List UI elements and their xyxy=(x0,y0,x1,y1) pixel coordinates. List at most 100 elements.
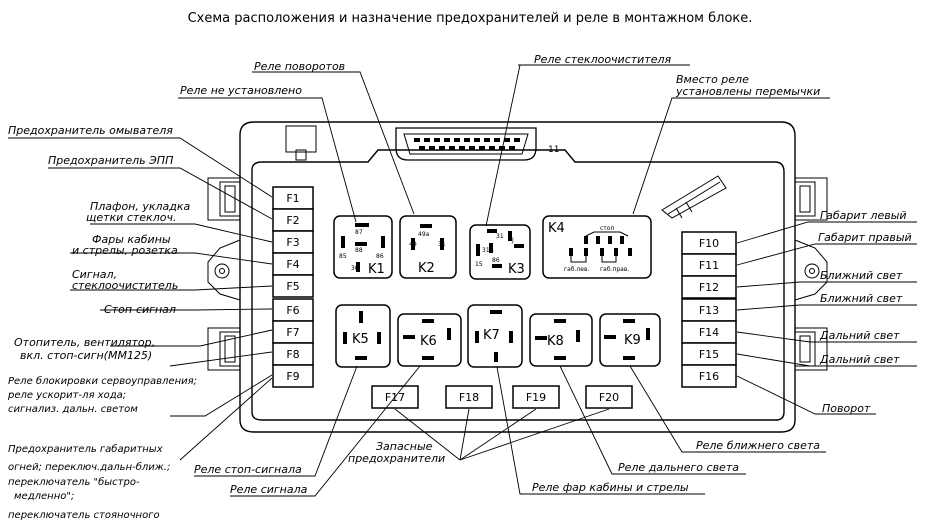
relay-label: K1 xyxy=(368,262,385,277)
svg-text:габ.прав.: габ.прав. xyxy=(600,266,629,273)
diagram-title: Схема расположения и назначение предохра… xyxy=(188,11,753,26)
relay-k8: K8 xyxy=(529,313,593,367)
fuse-label: F15 xyxy=(699,348,719,361)
svg-text:Ближний свет: Ближний свет xyxy=(820,292,903,305)
fuse-label: F1 xyxy=(286,192,299,205)
fuse-f4: F4 xyxy=(272,252,314,276)
fuse-f14: F14 xyxy=(681,320,737,344)
svg-text:Реле блокировки сервоуправлени: Реле блокировки сервоуправления; xyxy=(8,375,197,387)
svg-text:Габарит правый: Габарит правый xyxy=(818,231,912,244)
left-labels: Предохранитель омывателя Предохранитель … xyxy=(7,124,197,521)
svg-text:Плафон, укладка: Плафон, укладка xyxy=(90,200,191,213)
relay-k7: K7 xyxy=(467,304,523,368)
left-fuse-column: F1 F2 F3 F4 F5 F6 F7 F8 F9 xyxy=(272,186,314,388)
svg-text:реле ускорит-ля хода;: реле ускорит-ля хода; xyxy=(7,390,126,401)
svg-text:31: 31 xyxy=(496,233,504,240)
svg-text:Запасные: Запасные xyxy=(376,440,433,453)
svg-text:Реле ближнего света: Реле ближнего света xyxy=(696,439,820,452)
svg-text:Габарит левый: Габарит левый xyxy=(820,209,907,222)
svg-text:переключатель стояночного: переключатель стояночного xyxy=(8,510,160,521)
relay-k6: K6 xyxy=(397,313,462,367)
svg-text:30: 30 xyxy=(351,265,359,272)
connector-number: 11 xyxy=(548,145,559,155)
relay-label: K3 xyxy=(508,262,525,277)
fuse-label: F7 xyxy=(286,326,299,339)
top-connector: 11 xyxy=(395,127,559,161)
svg-text:Предохранитель ЭПП: Предохранитель ЭПП xyxy=(48,154,173,167)
fuse-label: F9 xyxy=(286,370,299,383)
fuse-f8: F8 xyxy=(272,342,314,366)
fuse-label: F20 xyxy=(599,391,619,404)
svg-text:предохранители: предохранители xyxy=(348,452,445,465)
svg-text:87: 87 xyxy=(355,229,363,236)
relay-label: K8 xyxy=(547,334,564,349)
fuse-label: F18 xyxy=(459,391,479,404)
fuse-label: F5 xyxy=(286,280,299,293)
svg-text:Вместо реле: Вместо реле xyxy=(676,73,749,86)
relay-label: K6 xyxy=(420,334,437,349)
fuse-label: F4 xyxy=(286,258,299,271)
leader-lines xyxy=(8,64,917,497)
top-labels: Реле поворотов Реле не установлено Реле … xyxy=(180,53,820,98)
svg-text:Стоп-сигнал: Стоп-сигнал xyxy=(104,303,176,316)
svg-text:Сигнал,: Сигнал, xyxy=(72,268,117,281)
svg-text:15: 15 xyxy=(475,261,483,268)
svg-text:85: 85 xyxy=(339,253,347,260)
svg-text:Реле стоп-сигнала: Реле стоп-сигнала xyxy=(194,463,302,476)
svg-text:Реле сигнала: Реле сигнала xyxy=(230,483,308,496)
fuse-f11: F11 xyxy=(681,253,737,277)
svg-text:88: 88 xyxy=(355,247,363,254)
svg-text:стоп: стоп xyxy=(600,225,614,232)
relay-k3: 31 J 31B 86 15 K3 xyxy=(469,224,531,280)
fuse-label: F12 xyxy=(699,281,719,294)
relay-k1: 87 88 85 86 30 K1 xyxy=(333,215,393,279)
svg-text:переключатель "быстро-: переключатель "быстро- xyxy=(8,476,140,488)
svg-text:31B: 31B xyxy=(482,247,494,254)
fuse-puller xyxy=(661,175,727,219)
fuse-f12: F12 xyxy=(681,275,737,299)
svg-text:Фары кабины: Фары кабины xyxy=(92,233,171,246)
svg-text:Реле стеклоочистителя: Реле стеклоочистителя xyxy=(534,53,672,66)
svg-text:86: 86 xyxy=(376,253,384,260)
svg-text:щетки стеклоч.: щетки стеклоч. xyxy=(86,211,176,224)
fuse-label: F6 xyxy=(286,304,299,317)
svg-text:Реле не установлено: Реле не установлено xyxy=(180,84,302,97)
fuse-label: F8 xyxy=(286,348,299,361)
svg-text:31: 31 xyxy=(438,241,446,248)
fuse-f7: F7 xyxy=(272,320,314,344)
fuse-f3: F3 xyxy=(272,230,314,254)
svg-text:Ближний свет: Ближний свет xyxy=(820,269,903,282)
svg-text:габ.лев.: габ.лев. xyxy=(564,266,589,273)
fuse-f5: F5 xyxy=(272,274,314,298)
fuse-f2: F2 xyxy=(272,208,314,232)
fuse-f15: F15 xyxy=(681,342,737,366)
fuse-label: F3 xyxy=(286,236,299,249)
svg-text:49: 49 xyxy=(409,241,417,248)
fuse-f16: F16 xyxy=(681,364,737,388)
relay-label: K9 xyxy=(624,333,641,348)
svg-text:Поворот: Поворот xyxy=(822,402,871,415)
fuse-f18: F18 xyxy=(445,385,493,409)
fuse-label: F10 xyxy=(699,237,719,250)
svg-text:Предохранитель габаритных: Предохранитель габаритных xyxy=(8,443,163,455)
fuse-f10: F10 xyxy=(681,231,737,255)
bottom-labels: Реле стоп-сигнала Реле сигнала Запасные … xyxy=(194,439,820,496)
fuse-f9: F9 xyxy=(272,364,314,388)
svg-text:вкл. стоп-сигн(ММ125): вкл. стоп-сигн(ММ125) xyxy=(20,349,152,362)
fuse-f13: F13 xyxy=(681,298,737,322)
svg-text:Дальний свет: Дальний свет xyxy=(819,329,900,342)
svg-text:медленно";: медленно"; xyxy=(14,491,74,502)
relay-label: K7 xyxy=(483,328,500,343)
relay-label: K2 xyxy=(418,261,435,276)
right-labels: Габарит левый Габарит правый Ближний све… xyxy=(818,209,912,415)
relay-k2: 49a 49 31 K2 xyxy=(399,215,457,279)
fuse-label: F13 xyxy=(699,304,719,317)
relay-label: K5 xyxy=(352,332,369,347)
fuse-label: F2 xyxy=(286,214,299,227)
svg-text:J: J xyxy=(511,237,514,244)
fuse-f20: F20 xyxy=(585,385,633,409)
connector-pins xyxy=(414,138,520,150)
fuse-label: F14 xyxy=(699,326,719,339)
fuse-f19: F19 xyxy=(512,385,560,409)
